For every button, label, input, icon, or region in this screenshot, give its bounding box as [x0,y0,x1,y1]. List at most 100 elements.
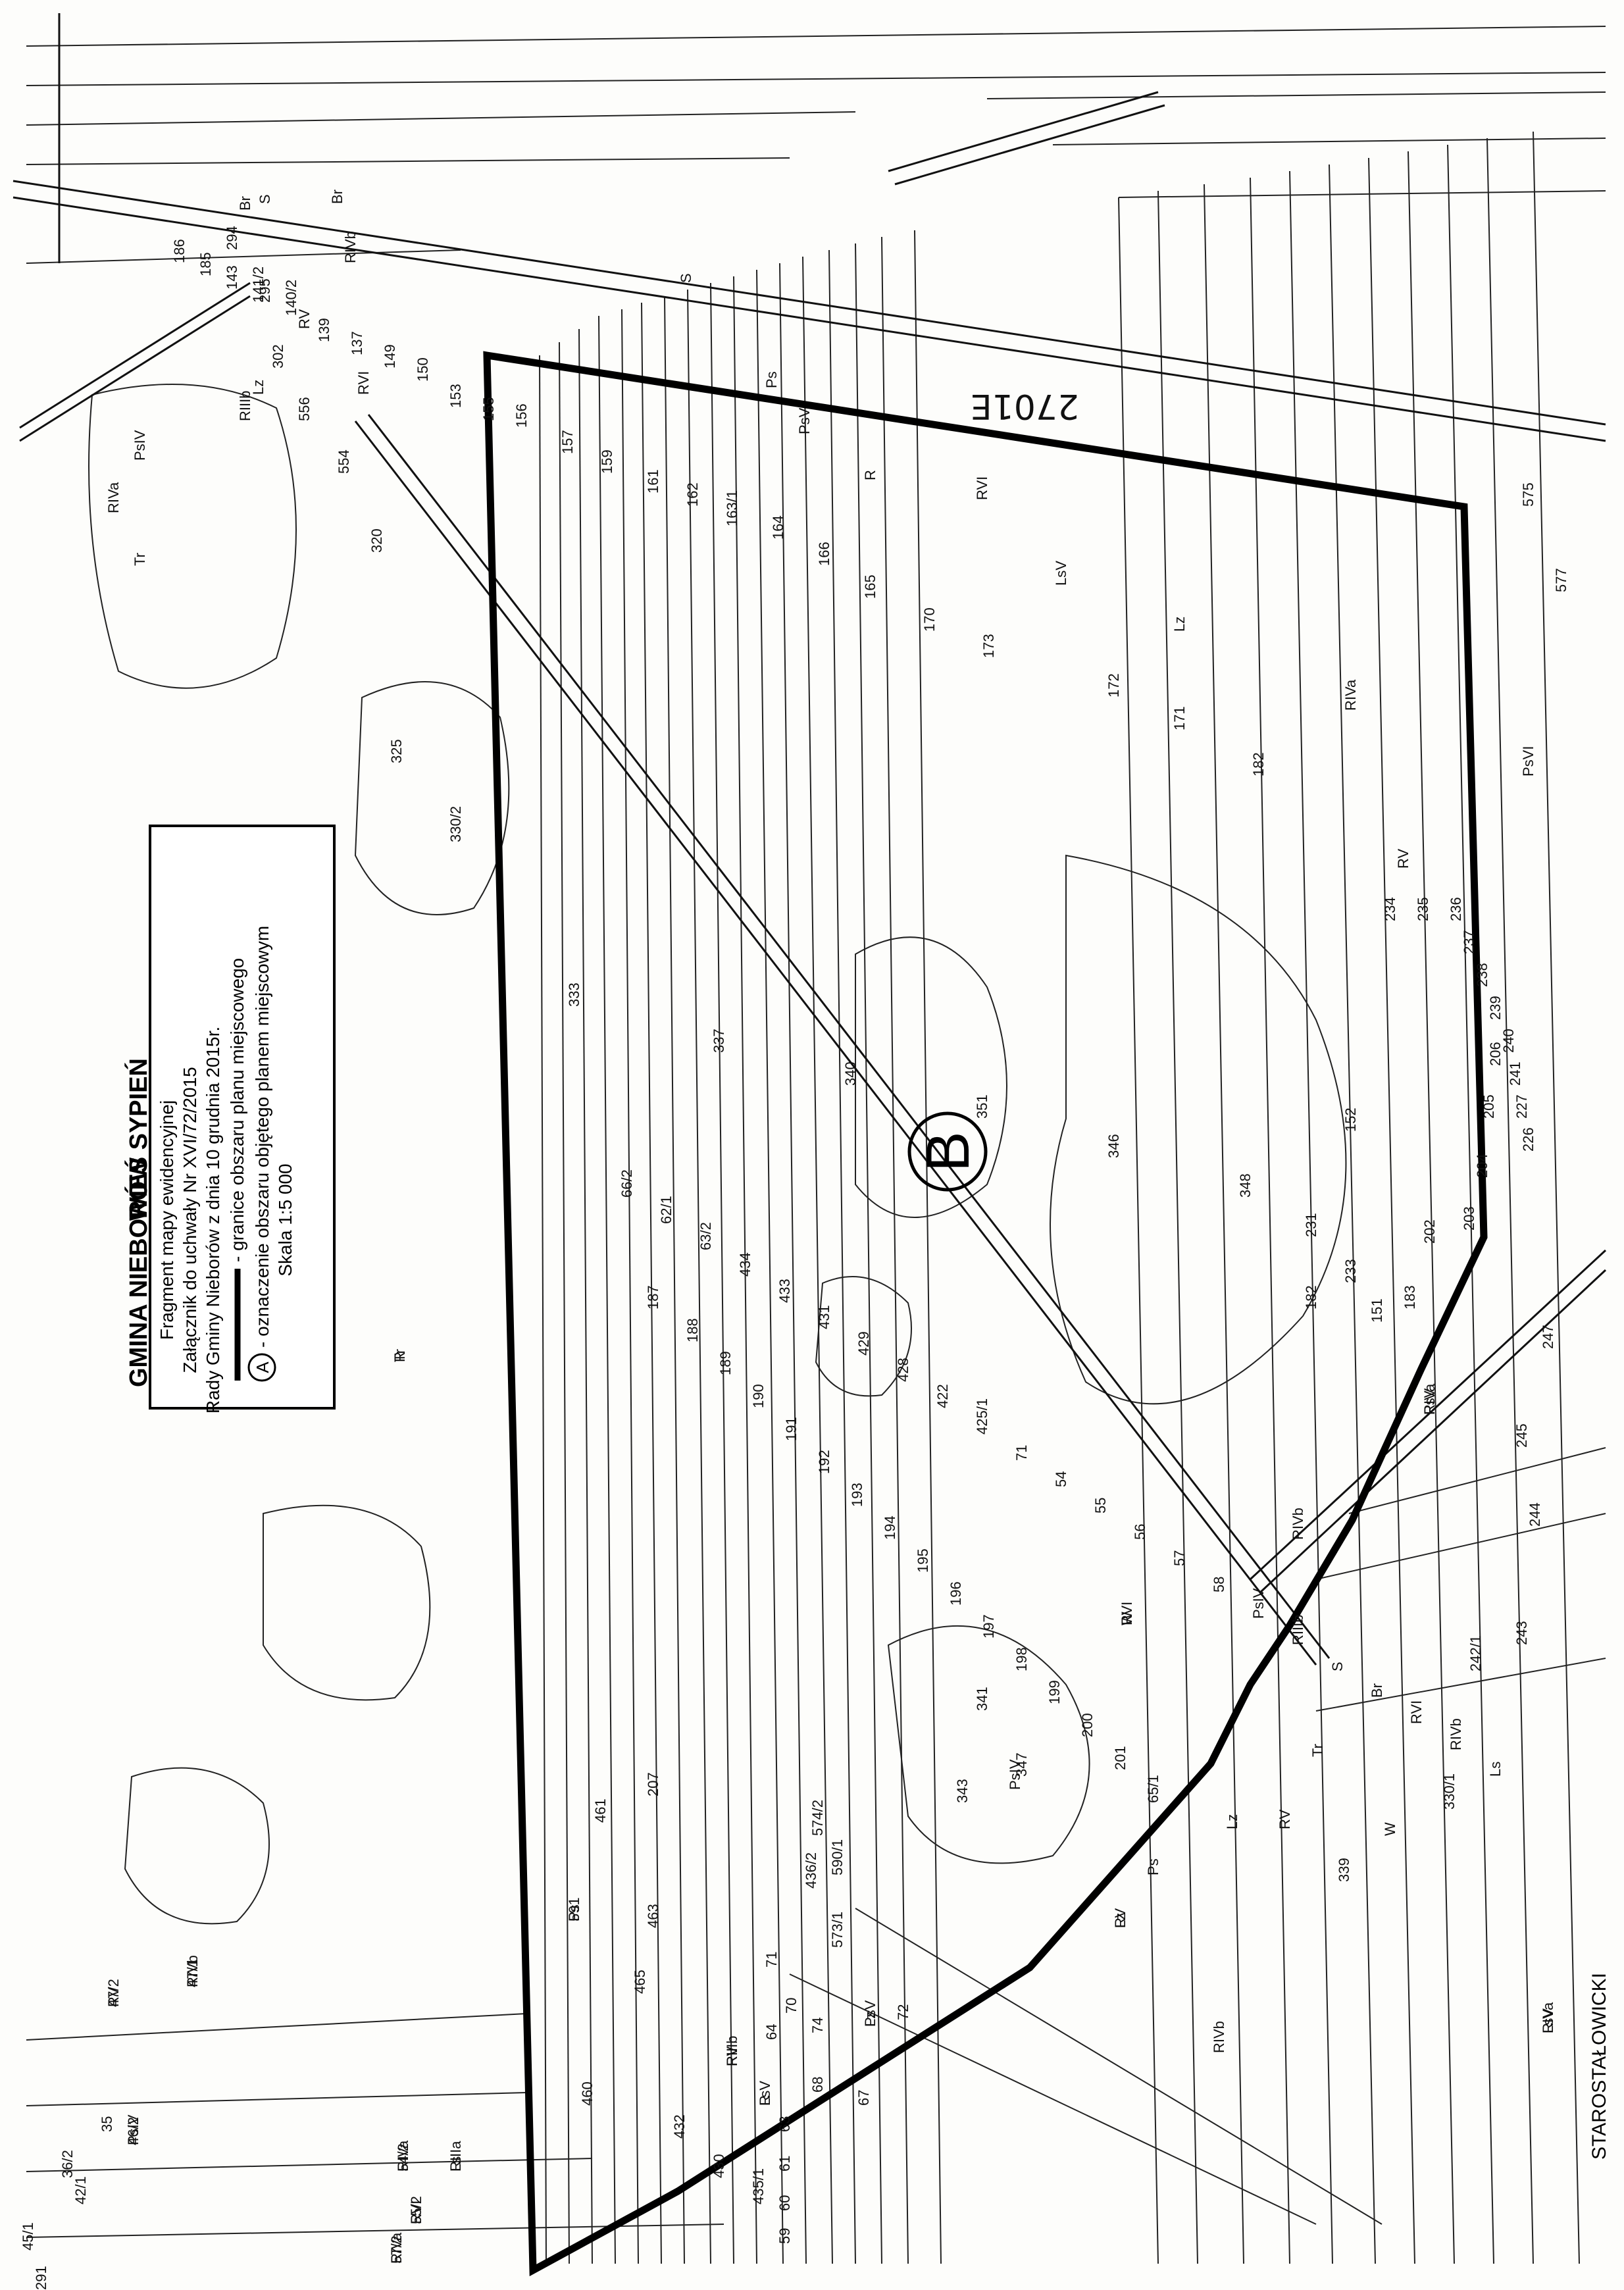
parcel-labels: RIVaRVLzRIIIbPsV591RRVILsVLs47/147/246/2… [20,190,1569,2290]
parcel-label: 432 [671,2114,688,2139]
parcel-label: 341 [974,1687,990,1711]
parcel-label: Br [329,190,345,204]
parcel-label: 157 [559,430,576,454]
parcel-label: 151 [1369,1298,1385,1323]
parcel-label: 59 [776,2228,793,2244]
parcel-label: RV [1277,1810,1293,1829]
parcel-label: 206 [1487,1042,1504,1066]
parcel-label: 575 [1520,482,1536,507]
parcel-label: RIVb [184,1955,201,1987]
parcel-label: 348 [1237,1173,1254,1198]
parcel-label: Ps [763,371,780,388]
neighbour-district-label: STAROSTAŁOWICKI [1588,1973,1610,2160]
parcel-label: 202 [1421,1219,1438,1244]
parcel-label: 295 [257,278,273,303]
parcel-label: 191 [783,1417,799,1441]
parcel-label: 333 [566,982,582,1007]
parcel-label: 436/2 [803,1852,819,1889]
parcel-label: RVI [974,476,990,500]
parcel-label: 243 [1513,1621,1530,1645]
parcel-label: 433 [776,1279,793,1303]
parcel-label: Ls [1487,1762,1504,1777]
parcel-label: RIIIb [1290,1615,1306,1645]
parcel-label: 200 [1079,1713,1096,1737]
parcel-label: 54 [1053,1471,1069,1487]
parcel-label: 62/1 [658,1196,674,1224]
parcel-label: 554 [336,449,352,474]
parcel-label: 70 [783,1998,799,2014]
parcel-label: 139 [316,318,332,342]
parcel-label: PsV [1421,1388,1438,1415]
parcel-label: 236 [1448,897,1464,921]
legend-line-4: - granice obszaru planu miejscowego [227,958,247,1262]
road-network [13,13,1607,1666]
parcel-label: 183 [1402,1285,1418,1310]
parcel-label: 325 [388,739,405,763]
parcel-label: 71 [1013,1445,1030,1461]
parcel-label: RIVb [1290,1508,1306,1540]
parcel-label: RVI [1119,1602,1135,1625]
parcel-label: Br [237,196,253,211]
parcel-label: 137 [349,331,365,355]
parcel-label: 343 [954,1779,971,1803]
parcel-label: 425/1 [974,1398,990,1435]
parcel-label: RIVa [395,2140,411,2172]
parcel-label: 63 [776,2116,793,2132]
legend-line-5: - oznaczenie obszaru objętego planem mie… [252,926,272,1348]
parcel-label: 61 [776,2156,793,2172]
parcel-label: 237 [1461,930,1477,954]
parcel-label: 45/1 [20,2222,36,2251]
parcel-label: 185 [197,252,214,276]
parcel-label: Tr [392,1349,408,1362]
parcel-label: 465 [632,1970,648,1994]
parcel-label: 244 [1527,1502,1543,1527]
parcel-label: 197 [980,1614,997,1639]
parcel-label: RIVb [342,231,359,263]
parcel-label: 294 [224,226,240,250]
road-number-label: 2701E [971,386,1079,426]
parcel-label: 65/1 [1145,1775,1161,1803]
parcel-label: 159 [599,449,615,474]
parcel-label: 173 [980,634,997,658]
parcel-label: 74 [809,2018,826,2033]
parcel-label: 460 [579,2081,596,2106]
parcel-label: 162 [684,482,701,507]
parcel-label: 171 [1171,706,1188,730]
parcel-label: RVI [408,2201,424,2224]
parcel-label: 291 [33,2266,49,2290]
legend-line-3: Rady Gminy Nieborów z dnia 10 grudnia 20… [203,1027,223,1413]
parcel-label: 152 [1342,1107,1359,1132]
parcel-label: 346 [1105,1134,1122,1158]
parcel-label: 347 [1013,1752,1030,1777]
parcel-label: R [757,2095,773,2106]
parcel-label: 47/1 [184,1959,201,1987]
parcel-label: Lz [862,2012,878,2027]
parcel-strip-lines [26,26,1606,2264]
parcel-label: RIIIa [447,2141,464,2172]
parcel-label: 240 [1500,1029,1517,1053]
parcel-label: 163/1 [724,490,740,526]
parcel-label: 556 [296,397,313,421]
parcel-label: RV [1395,849,1411,869]
zone-marker: B [907,1111,988,1192]
parcel-label: LsV [757,2081,773,2106]
parcel-label: 238 [1474,963,1490,987]
parcel-label: 71 [763,1952,780,1968]
parcel-label: 204 [1474,1154,1490,1178]
parcel-label: 227 [1513,1094,1530,1119]
parcel-label: 461 [592,1798,609,1823]
parcel-label: 140/2 [283,280,299,316]
parcel-label: 47/2 [105,1979,122,2007]
parcel-label: 141/2 [250,267,266,303]
parcel-label: PsIV [1250,1588,1267,1619]
parcel-label: 67 [855,2090,872,2106]
parcel-label: 422 [934,1384,951,1408]
parcel-label: 190 [750,1384,767,1408]
parcel-label: RIIIb [724,2036,740,2066]
parcel-label: 430 [711,2154,727,2178]
parcel-label: Lz [1171,617,1188,632]
parcel-label: 431 [816,1305,832,1329]
parcel-label: 234 [1382,897,1398,921]
parcel-label: 203 [1461,1206,1477,1231]
parcel-label: 153 [447,384,464,408]
